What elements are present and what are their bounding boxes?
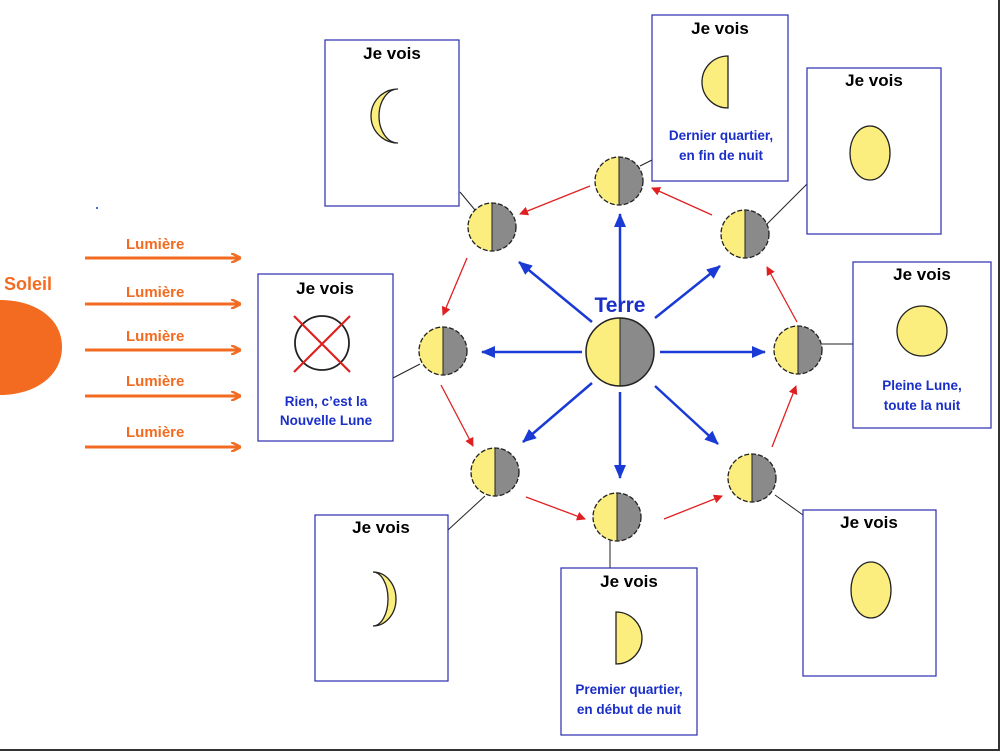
light-label: Lumière bbox=[126, 424, 184, 441]
sun-label: Soleil bbox=[4, 274, 52, 294]
orbit-arrow bbox=[651, 187, 713, 216]
ray-arrow bbox=[518, 261, 593, 323]
view-box-bottom-left bbox=[314, 514, 449, 682]
orbit-moon bbox=[773, 325, 823, 375]
light-arrows bbox=[85, 258, 240, 447]
view-boxes bbox=[257, 14, 992, 736]
waxing-gibbous-icon bbox=[850, 561, 892, 619]
view-box-top-left bbox=[324, 39, 460, 207]
connector-lines bbox=[392, 159, 853, 568]
light-label: Lumière bbox=[126, 373, 184, 390]
box-caption: Dernier quartier, bbox=[669, 128, 773, 143]
box-title: Je vois bbox=[840, 513, 898, 532]
orbit-moon bbox=[720, 209, 770, 259]
orbit-arrow bbox=[766, 266, 798, 323]
first-quarter-icon bbox=[615, 611, 643, 665]
orbit-moon bbox=[470, 447, 520, 497]
frame-right-edge bbox=[998, 0, 1000, 751]
waning-crescent-icon bbox=[370, 88, 399, 144]
earth-rays bbox=[481, 213, 766, 479]
full-moon-icon bbox=[896, 305, 948, 357]
box-title: Je vois bbox=[600, 572, 658, 591]
ray-arrow bbox=[522, 382, 593, 443]
orbit-moons bbox=[418, 156, 823, 542]
new-moon-icon bbox=[293, 315, 351, 373]
box-title: Je vois bbox=[845, 71, 903, 90]
orbit-arrow bbox=[525, 496, 586, 521]
orbit-moon bbox=[594, 156, 644, 206]
orbit-arrow bbox=[663, 494, 723, 520]
orbit-moon bbox=[727, 453, 777, 503]
orbit-arrow bbox=[440, 384, 474, 447]
box-title: Je vois bbox=[352, 518, 410, 537]
box-caption: en fin de nuit bbox=[679, 148, 763, 163]
orbit-arrow bbox=[441, 257, 468, 316]
waxing-crescent-icon bbox=[372, 571, 397, 627]
sun-disc bbox=[0, 300, 62, 395]
light-label: Lumière bbox=[126, 328, 184, 345]
box-title: Je vois bbox=[893, 265, 951, 284]
box-title: Je vois bbox=[363, 44, 421, 63]
box-caption: Nouvelle Lune bbox=[280, 413, 373, 428]
earth-label: Terre bbox=[595, 294, 646, 317]
orbit-moon bbox=[467, 202, 517, 252]
orbit-arrow bbox=[771, 385, 798, 448]
frame-bottom-edge bbox=[0, 749, 1000, 751]
box-title: Je vois bbox=[296, 279, 354, 298]
box-caption: en début de nuit bbox=[577, 702, 682, 717]
box-caption: Pleine Lune, bbox=[882, 378, 962, 393]
waning-gibbous-icon bbox=[849, 125, 891, 181]
orbit-arrows bbox=[440, 185, 798, 521]
box-caption: toute la nuit bbox=[884, 398, 961, 413]
ray-arrow bbox=[654, 385, 719, 445]
light-label: Lumière bbox=[126, 284, 184, 301]
box-caption: Rien, c’est la bbox=[285, 394, 368, 409]
light-label: Lumière bbox=[126, 236, 184, 253]
earth bbox=[585, 317, 655, 387]
last-quarter-icon bbox=[701, 55, 729, 109]
orbit-moon bbox=[592, 492, 642, 542]
orbit-arrow bbox=[519, 185, 591, 216]
orbit-moon bbox=[418, 326, 468, 376]
ray-arrow bbox=[654, 265, 721, 319]
box-caption: Premier quartier, bbox=[575, 682, 682, 697]
box-title: Je vois bbox=[691, 19, 749, 38]
